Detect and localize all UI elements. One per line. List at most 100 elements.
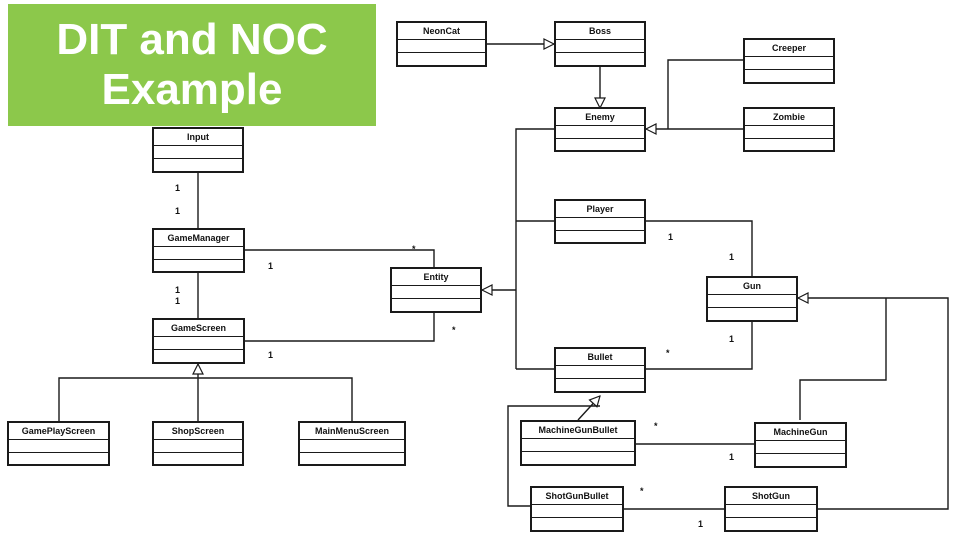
attributes-section xyxy=(154,440,242,453)
mult-mgb-mg-one: 1 xyxy=(729,452,734,462)
gamemanager-entity-assoc xyxy=(245,249,435,268)
title-line-2: Example xyxy=(101,65,283,114)
class-machinegunbullet[interactable]: MachineGunBullet xyxy=(520,420,636,466)
mult-sgb-sg-one: 1 xyxy=(698,519,703,529)
class-name: Gun xyxy=(708,278,796,295)
methods-section xyxy=(300,453,404,465)
player-gun-assoc xyxy=(646,220,753,276)
mult-bullet-gun-one: 1 xyxy=(729,334,734,344)
class-shotgun[interactable]: ShotGun xyxy=(724,486,818,532)
class-name: Bullet xyxy=(556,349,644,366)
class-name: GameManager xyxy=(154,230,243,247)
mult-input-gm-bottom: 1 xyxy=(175,206,180,216)
class-name: Entity xyxy=(392,269,480,286)
enemy-entity-inherit xyxy=(515,128,554,369)
class-zombie[interactable]: Zombie xyxy=(743,107,835,152)
attributes-section xyxy=(726,505,816,518)
creeper-enemy-inherit xyxy=(667,59,743,129)
class-gamemanager[interactable]: GameManager xyxy=(152,228,245,273)
methods-section xyxy=(154,159,242,171)
class-machinegun[interactable]: MachineGun xyxy=(754,422,847,468)
methods-section xyxy=(532,518,622,530)
class-name: Enemy xyxy=(556,109,644,126)
methods-section xyxy=(392,299,480,311)
methods-section xyxy=(556,231,644,243)
class-mainmenuscreen[interactable]: MainMenuScreen xyxy=(298,421,406,466)
class-name: ShopScreen xyxy=(154,423,242,440)
attributes-section xyxy=(9,440,108,453)
attributes-section xyxy=(745,57,833,70)
attributes-section xyxy=(392,286,480,299)
class-bullet[interactable]: Bullet xyxy=(554,347,646,393)
class-creeper[interactable]: Creeper xyxy=(743,38,835,84)
class-name: GameScreen xyxy=(154,320,243,337)
mult-gs-entity-one: 1 xyxy=(268,350,273,360)
attributes-section xyxy=(300,440,404,453)
methods-section xyxy=(756,454,845,466)
class-name: NeonCat xyxy=(398,23,485,40)
class-name: GamePlayScreen xyxy=(9,423,108,440)
mult-input-gm-top: 1 xyxy=(175,183,180,193)
class-name: Boss xyxy=(556,23,644,40)
class-name: Player xyxy=(556,201,644,218)
bullet-gun-assoc xyxy=(646,322,753,370)
attributes-section xyxy=(745,126,833,139)
class-gamescreen[interactable]: GameScreen xyxy=(152,318,245,364)
class-name: Zombie xyxy=(745,109,833,126)
class-name: ShotGunBullet xyxy=(532,488,622,505)
methods-section xyxy=(556,139,644,151)
class-boss[interactable]: Boss xyxy=(554,21,646,67)
attributes-section xyxy=(708,295,796,308)
methods-section xyxy=(154,260,243,272)
methods-section xyxy=(9,453,108,465)
methods-section xyxy=(556,53,644,65)
shotgunbullet-bullet-inherit xyxy=(507,405,600,507)
class-name: ShotGun xyxy=(726,488,816,505)
class-name: MainMenuScreen xyxy=(300,423,404,440)
screens-bar xyxy=(58,377,353,421)
mult-player-gun-gun: 1 xyxy=(729,252,734,262)
methods-section xyxy=(522,452,634,464)
class-name: MachineGun xyxy=(756,424,845,441)
class-input[interactable]: Input xyxy=(152,127,244,173)
mult-bullet-gun-many: * xyxy=(666,348,670,358)
class-shotgunbullet[interactable]: ShotGunBullet xyxy=(530,486,624,532)
methods-section xyxy=(556,379,644,391)
attributes-section xyxy=(556,126,644,139)
attributes-section xyxy=(556,218,644,231)
attributes-section xyxy=(154,146,242,159)
class-gameplayscreen[interactable]: GamePlayScreen xyxy=(7,421,110,466)
class-player[interactable]: Player xyxy=(554,199,646,244)
title-line-1: DIT and NOC xyxy=(56,15,328,64)
attributes-section xyxy=(522,439,634,452)
methods-section xyxy=(726,518,816,530)
mult-gs-entity-many: * xyxy=(452,325,456,335)
class-name: Input xyxy=(154,129,242,146)
attributes-section xyxy=(756,441,845,454)
mult-player-gun-player: 1 xyxy=(668,232,673,242)
attributes-section xyxy=(532,505,622,518)
machinegun-gun-inherit xyxy=(799,298,887,420)
mult-gm-entity-one: 1 xyxy=(268,261,273,271)
mult-gm-gs-top: 1 xyxy=(175,285,180,295)
attributes-section xyxy=(154,247,243,260)
methods-section xyxy=(745,70,833,82)
gamescreen-entity-assoc xyxy=(245,312,435,342)
methods-section xyxy=(398,53,485,65)
mult-gm-entity-many: * xyxy=(412,244,416,254)
methods-section xyxy=(708,308,796,320)
class-gun[interactable]: Gun xyxy=(706,276,798,322)
slide-title: DIT and NOC Example xyxy=(8,4,376,126)
mgbullet-bullet-inherit xyxy=(577,396,600,421)
class-name: MachineGunBullet xyxy=(522,422,634,439)
class-entity[interactable]: Entity xyxy=(390,267,482,313)
class-neoncat[interactable]: NeonCat xyxy=(396,21,487,67)
mult-gm-gs-bottom: 1 xyxy=(175,296,180,306)
class-enemy[interactable]: Enemy xyxy=(554,107,646,152)
methods-section xyxy=(154,350,243,362)
class-shopscreen[interactable]: ShopScreen xyxy=(152,421,244,466)
mult-sgb-sg-many: * xyxy=(640,486,644,496)
methods-section xyxy=(154,453,242,465)
class-name: Creeper xyxy=(745,40,833,57)
mult-mgb-mg-many: * xyxy=(654,421,658,431)
